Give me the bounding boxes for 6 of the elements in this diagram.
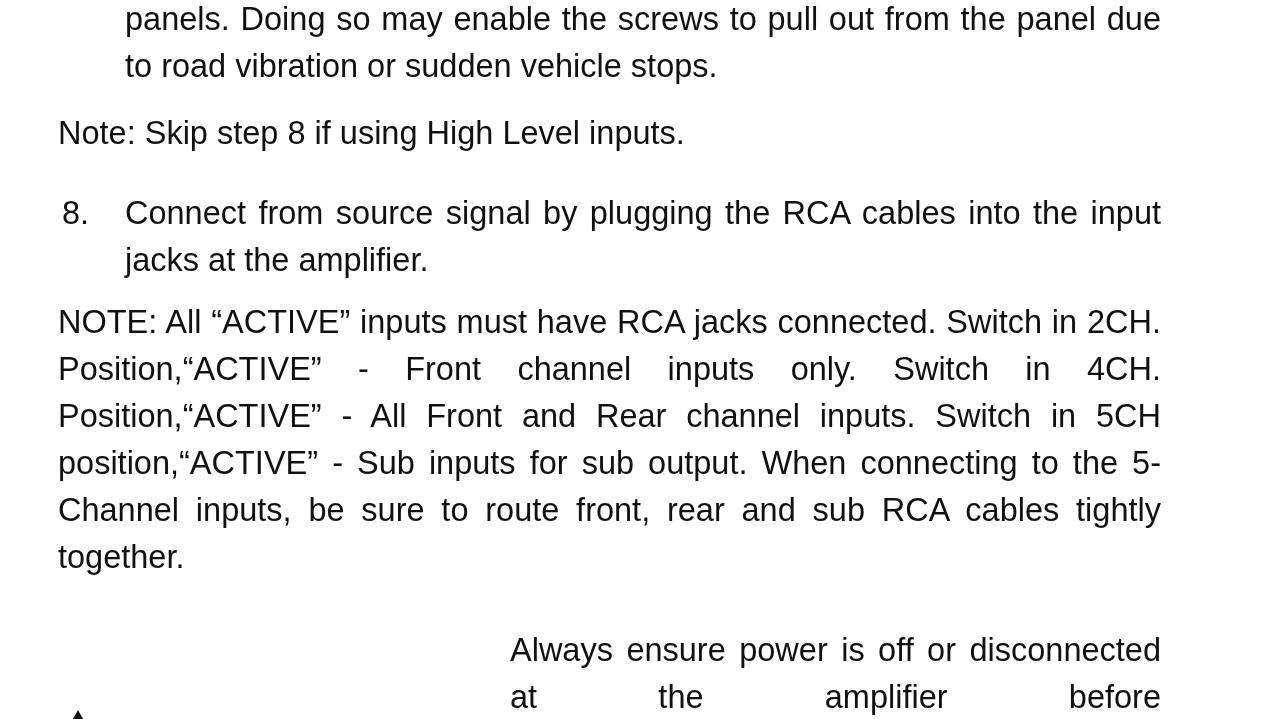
- note-text: NOTE: All “ACTIVE” inputs must have RCA jacks connected. Switch in 2CH. Position,“ACTIVE” - Front channel inputs only. Switch in 4CH. Position,“ACTIVE” - All Front and Rear channel inputs. Switch in 5CH position,“ACTIVE” - Sub inputs for sub output. When connecting to the 5-Channel inputs, be sure to route front, rear and sub RCA cables tightly together.: [58, 303, 1161, 577]
- instruction-text: panels. Doing so may enable the screws to pull out from the panel due to road vibration or sudden vehicle stops.: [125, 0, 1161, 86]
- warning-text: Always ensure power is off or disconnected at the amplifier before: [510, 631, 1161, 717]
- note-text: Note: Skip step 8 if using High Level inputs.: [58, 114, 686, 153]
- instruction-text: Connect from source signal by plugging the RCA cables into the input jacks at the amplifier.: [125, 194, 1161, 280]
- step-number: 8.: [62, 194, 91, 233]
